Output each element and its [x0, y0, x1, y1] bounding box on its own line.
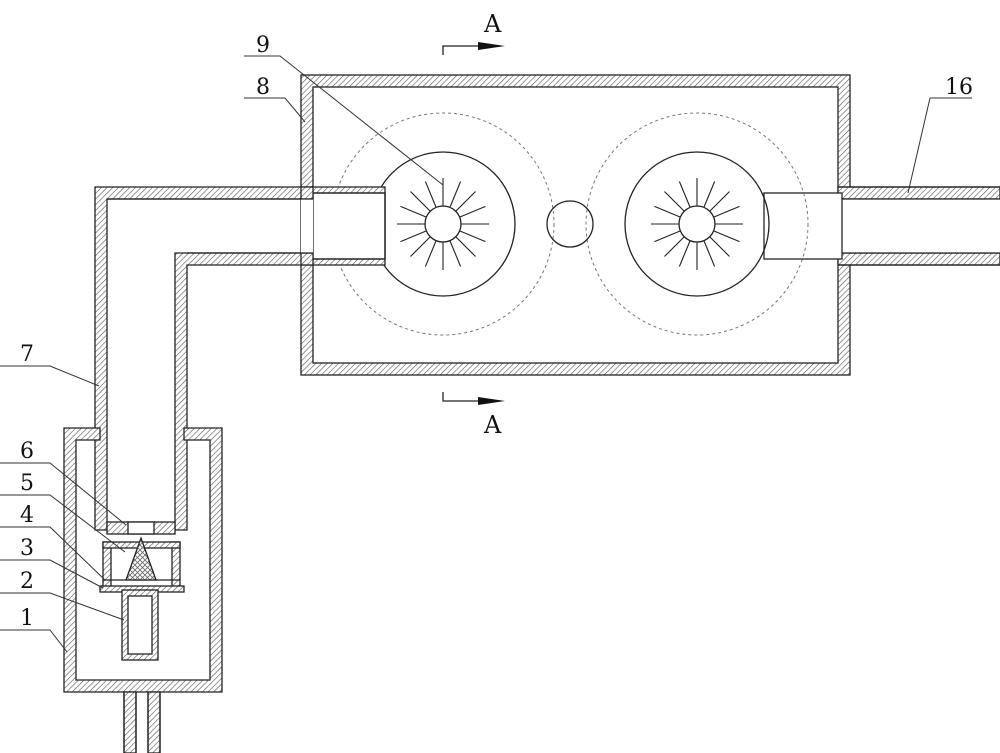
- impeller-blade: [703, 181, 716, 208]
- elbow-pipe-7: [94, 186, 386, 531]
- label-8: 8: [256, 75, 270, 100]
- impeller-blade: [703, 240, 716, 267]
- impeller-blade: [709, 236, 730, 257]
- impeller-blade: [410, 191, 431, 212]
- impeller-blade: [424, 240, 437, 267]
- internal-assembly: [99, 521, 185, 661]
- impeller-blade: [449, 181, 462, 208]
- section-label-top: A: [483, 10, 502, 38]
- impeller-blade: [654, 230, 681, 243]
- outlet-pipe-16: [763, 186, 1000, 266]
- impeller-blade: [455, 236, 476, 257]
- impeller-blade: [678, 181, 691, 208]
- label-4: 4: [20, 503, 34, 528]
- impeller-blade: [709, 191, 730, 212]
- impeller-blade: [410, 236, 431, 257]
- impeller-blade: [713, 205, 740, 218]
- impeller-right: [624, 151, 770, 297]
- impeller-blade: [459, 230, 486, 243]
- center-gear: [546, 200, 594, 248]
- impeller-blade: [449, 240, 462, 267]
- impeller-blade: [664, 191, 685, 212]
- impeller-blade: [424, 181, 437, 208]
- label-3: 3: [20, 536, 34, 561]
- impeller-blade: [459, 205, 486, 218]
- outer-cup-1: [63, 427, 223, 753]
- impeller-blade: [400, 230, 427, 243]
- impeller-blade: [678, 240, 691, 267]
- section-mark-bottom: A: [442, 392, 505, 439]
- label-2: 2: [20, 569, 34, 594]
- label-16: 16: [945, 75, 973, 100]
- label-1: 1: [20, 606, 34, 631]
- label-9: 9: [256, 33, 270, 58]
- label-5: 5: [20, 471, 34, 496]
- impeller-blade: [654, 205, 681, 218]
- label-7: 7: [20, 342, 34, 367]
- impeller-blade: [455, 191, 476, 212]
- impeller-blade: [400, 205, 427, 218]
- leader-lines: [0, 55, 972, 653]
- label-6: 6: [20, 439, 34, 464]
- impeller-blade: [664, 236, 685, 257]
- housing-8: [300, 74, 851, 376]
- impeller-left-9: [370, 151, 516, 297]
- part-labels: 9 8 16 7 6 5 4 3 2 1: [20, 33, 973, 631]
- section-label-bottom: A: [483, 411, 502, 439]
- section-mark-top: A: [442, 10, 505, 55]
- impeller-blade: [713, 230, 740, 243]
